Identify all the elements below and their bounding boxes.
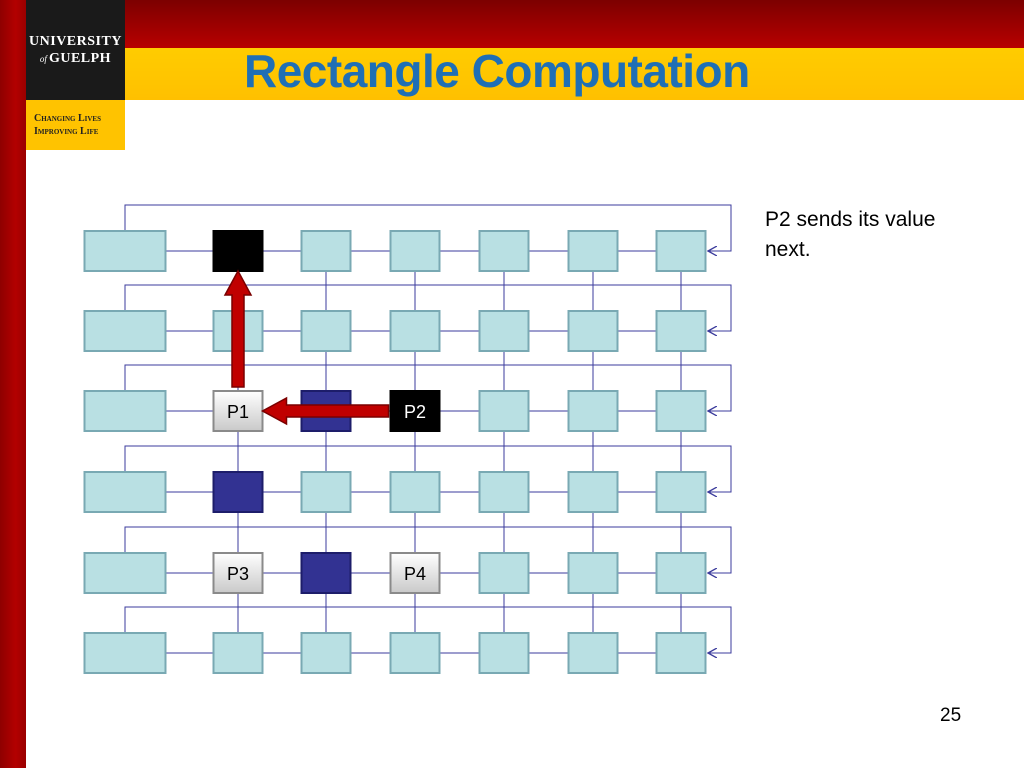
- arrow-p2-left: [260, 396, 390, 426]
- mesh-cell: [212, 632, 264, 674]
- header-red-band: [26, 0, 1024, 48]
- processor-label-p1: P1: [227, 402, 249, 422]
- mesh-cell: [83, 471, 167, 513]
- processor-label-p2: P2: [404, 402, 426, 422]
- mesh-cell: [567, 310, 619, 352]
- processor-cell: [389, 552, 441, 594]
- mesh-cell-dark-blue: [212, 471, 264, 513]
- mesh-cell: [389, 471, 441, 513]
- mesh-cell: [478, 471, 530, 513]
- wraparound-wire: [124, 526, 732, 573]
- mesh-cell-black: [212, 230, 264, 272]
- mesh-cell: [655, 471, 707, 513]
- mesh-cell: [655, 230, 707, 272]
- caption-line-2: next.: [765, 238, 811, 261]
- mesh-cell: [655, 390, 707, 432]
- mesh-cell: [300, 310, 352, 352]
- mesh-cell: [478, 310, 530, 352]
- mesh-cell: [83, 230, 167, 272]
- mesh-cell: [567, 552, 619, 594]
- mesh-cell: [83, 390, 167, 432]
- processor-cell: [212, 390, 264, 432]
- page-number: 25: [940, 705, 962, 726]
- slide-title: Rectangle Computation: [244, 45, 750, 97]
- tagline-line-1: Changing Lives: [34, 113, 101, 124]
- tagline-line-2: Improving Life: [34, 126, 99, 137]
- header-gold-band: [26, 48, 1024, 100]
- mesh-cell: [478, 632, 530, 674]
- mesh-cell: [567, 390, 619, 432]
- arrow-p1-up: [223, 269, 253, 388]
- caption: P2 sends its value next.: [765, 205, 995, 265]
- mesh-cell: [567, 471, 619, 513]
- wraparound-wire: [124, 284, 732, 331]
- mesh-cell: [655, 552, 707, 594]
- processor-label-p3: P3: [227, 564, 249, 584]
- mesh-cell: [300, 471, 352, 513]
- processor-cell: [389, 390, 441, 432]
- mesh-cell: [300, 632, 352, 674]
- wraparound-wire: [124, 445, 732, 492]
- mesh-cell: [567, 632, 619, 674]
- mesh-cell: [478, 230, 530, 272]
- mesh-cell: [389, 230, 441, 272]
- caption-line-1: P2 sends its value: [765, 208, 936, 231]
- left-accent-bar: [0, 0, 26, 768]
- logo-line-1: UNIVERSITY: [29, 33, 122, 49]
- mesh-cell: [83, 552, 167, 594]
- mesh-cell: [567, 230, 619, 272]
- university-logo: UNIVERSITY of GUELPH: [26, 0, 125, 100]
- processor-cell: [212, 552, 264, 594]
- mesh-cell: [655, 310, 707, 352]
- mesh-cell: [389, 632, 441, 674]
- tagline: Changing Lives Improving Life: [26, 100, 125, 150]
- wraparound-wire: [124, 364, 732, 411]
- wraparound-wire: [124, 606, 732, 653]
- mesh-cell-dark-blue: [300, 552, 352, 594]
- processor-label-p4: P4: [404, 564, 426, 584]
- logo-line-2: GUELPH: [48, 50, 112, 66]
- mesh-cell: [478, 552, 530, 594]
- mesh-cell: [83, 310, 167, 352]
- mesh-cell: [478, 390, 530, 432]
- logo-of: of: [39, 53, 47, 64]
- mesh-cell: [83, 632, 167, 674]
- wraparound-wire: [124, 204, 732, 251]
- mesh-cell: [389, 310, 441, 352]
- mesh-cell: [655, 632, 707, 674]
- mesh-cell: [300, 230, 352, 272]
